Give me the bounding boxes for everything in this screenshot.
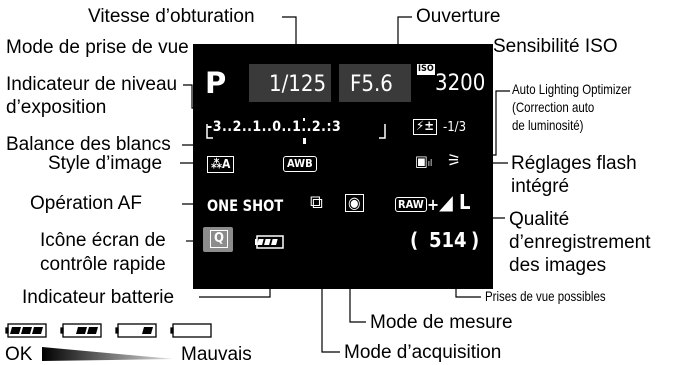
shots-bracket-close: ) [471,228,480,252]
label-mesure: Mode de mesure [370,312,513,333]
exposure-ticks [206,118,386,144]
label-qualite-2: d’enregistrement [509,232,651,253]
quick-control-label: Q [210,230,228,248]
label-flash-1: Réglages flash [511,153,637,174]
quality-raw: RAW [395,197,427,213]
label-qualite-3: des images [509,255,607,276]
flash-comp-icon: ⚡± [413,119,438,136]
iso-value: 3200 [435,71,486,96]
exposure-scale: -3..2..1..0..1..2.:3 [207,119,342,135]
battery-icon [255,235,284,249]
shots-bracket-open: ( [410,228,419,252]
drive-mode-icon: ⧉ [310,192,323,213]
iso-tag: ISO [417,64,435,75]
quality-size: L [459,190,471,214]
leader-vitesse [282,16,297,44]
quick-control-icon[interactable]: Q [203,227,233,252]
aperture-value: F5.6 [350,72,393,97]
label-balance: Balance des blancs [6,134,171,155]
battery-gradient-wedge [42,347,174,361]
label-ok: OK [5,344,33,365]
label-style: Style d’image [48,153,163,174]
lcd-screen: P 1/125 F5.6 ISO 3200 -3..2..1..0..1..2.… [193,44,493,289]
label-icone-ecran-1: Icône écran de [40,230,166,251]
af-mode-value: ONE SHOT [207,196,284,215]
quality-size-icon: ◢ [439,190,453,214]
wb-icon: AWB [283,156,317,173]
label-niveau-1: Indicateur de niveau [6,74,178,95]
label-vitesse: Vitesse d’obturation [88,6,255,27]
label-mode-prise: Mode de prise de vue [6,37,189,58]
label-prises: Prises de vue possibles [485,288,606,304]
label-batterie: Indicateur batterie [22,287,175,308]
shutter-value: 1/125 [269,72,327,97]
label-alo-3: de luminosité) [512,117,584,133]
quality-plus: + [427,195,440,214]
flash-comp-value: -1/3 [443,120,467,135]
leader-ouverture [397,16,412,44]
label-flash-2: intégré [511,176,570,197]
label-mauvais: Mauvais [181,344,252,365]
flash-settings-icon: ⚞ [447,151,461,171]
picture-style-glyph: ⁂ [211,157,223,171]
label-acquisition: Mode d’acquisition [344,342,502,363]
shutter-box [249,64,331,102]
aperture-box [339,64,411,102]
label-ouverture: Ouverture [416,6,501,27]
label-alo-2: (Correction auto [512,99,595,115]
label-sensibilite: Sensibilité ISO [493,36,618,57]
label-niveau-2: d’exposition [6,97,107,118]
label-icone-ecran-2: contrôle rapide [40,254,166,275]
metering-mode-icon: ◉ [345,194,364,212]
shooting-mode-value: P [205,66,227,100]
shots-remaining: 514 [429,228,467,252]
picture-style-icon: ⁂A [207,156,235,174]
label-af: Opération AF [30,193,142,214]
label-qualite-1: Qualité [509,209,570,230]
picture-style-value: A [222,157,231,171]
label-alo-1: Auto Lighting Optimizer [512,81,632,97]
alo-icon: ▣ıl [415,152,433,170]
battery-legend [5,323,212,338]
